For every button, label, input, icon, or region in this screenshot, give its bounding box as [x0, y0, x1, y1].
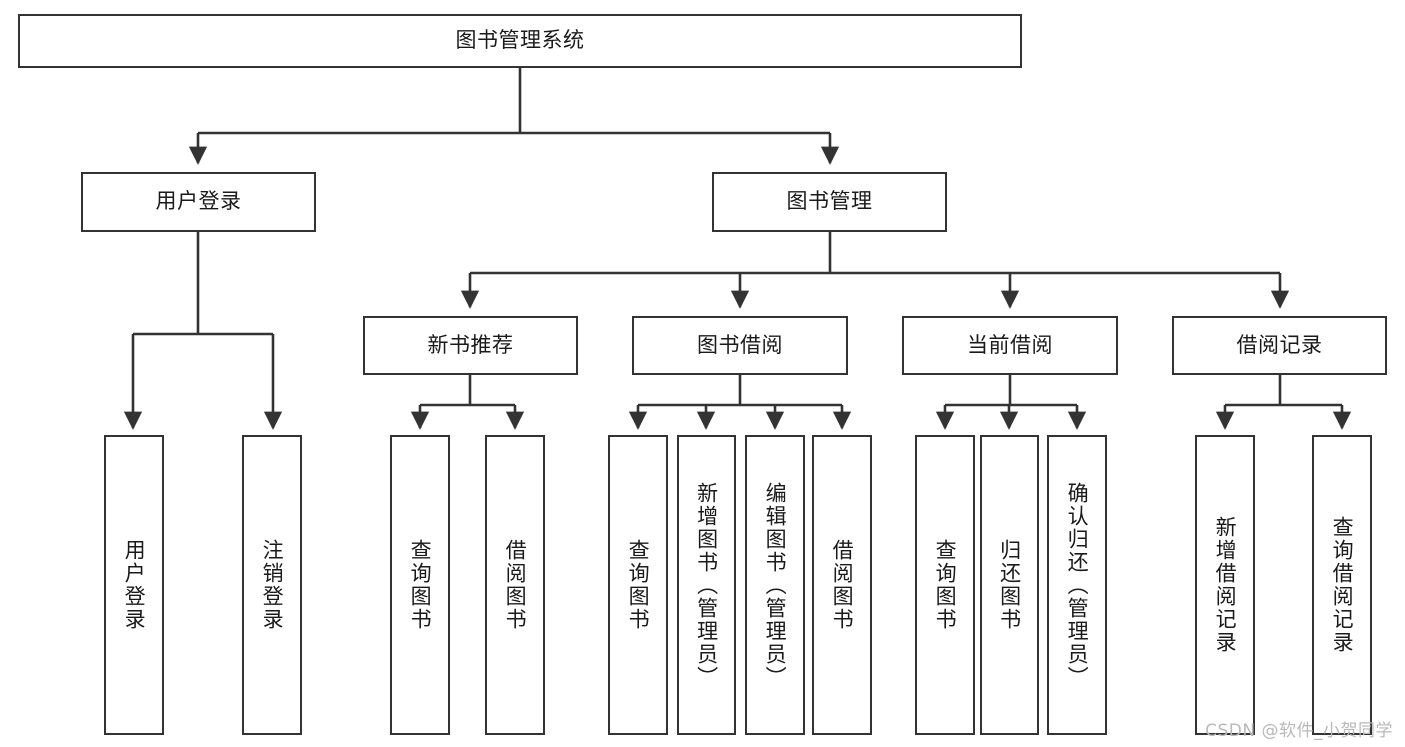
- leaf-add-book-admin[interactable]: 新增图书（管理员）: [677, 435, 736, 735]
- node-label: 用户登录: [122, 539, 147, 631]
- node-label: 归还图书: [997, 539, 1022, 631]
- node-book-management[interactable]: 图书管理: [712, 172, 947, 232]
- node-root-book-management-system[interactable]: 图书管理系统: [18, 14, 1022, 68]
- node-label: 借阅记录: [1236, 332, 1323, 357]
- node-new-book-recommend[interactable]: 新书推荐: [363, 316, 578, 375]
- node-label: 图书借阅: [697, 332, 783, 357]
- node-book-borrow[interactable]: 图书借阅: [632, 316, 848, 375]
- node-label: 借阅图书: [830, 539, 855, 631]
- node-user-login[interactable]: 用户登录: [81, 172, 316, 232]
- leaf-logout[interactable]: 注销登录: [242, 435, 302, 735]
- leaf-borrow-book-recommend[interactable]: 借阅图书: [485, 435, 545, 735]
- leaf-query-book-borrow[interactable]: 查询图书: [608, 435, 668, 735]
- leaf-query-book-recommend[interactable]: 查询图书: [390, 435, 450, 735]
- node-label: 新书推荐: [427, 332, 514, 357]
- leaf-query-book-current[interactable]: 查询图书: [915, 435, 975, 735]
- node-label: 新增图书（管理员）: [694, 481, 719, 689]
- node-borrow-record[interactable]: 借阅记录: [1172, 316, 1387, 375]
- node-label: 查询图书: [933, 539, 958, 631]
- node-label: 新增借阅记录: [1213, 516, 1238, 654]
- leaf-user-login[interactable]: 用户登录: [104, 435, 164, 735]
- leaf-edit-book-admin[interactable]: 编辑图书（管理员）: [745, 435, 805, 735]
- node-label: 查询图书: [408, 539, 433, 631]
- node-label: 图书管理: [786, 189, 873, 214]
- node-label: 注销登录: [260, 539, 285, 631]
- node-label: 借阅图书: [503, 539, 528, 631]
- node-label: 查询借阅记录: [1330, 516, 1355, 654]
- node-current-borrow[interactable]: 当前借阅: [902, 316, 1118, 375]
- leaf-add-borrow-record[interactable]: 新增借阅记录: [1195, 435, 1255, 735]
- node-label: 确认归还（管理员）: [1065, 481, 1090, 689]
- node-label: 查询图书: [626, 539, 651, 631]
- leaf-confirm-return-admin[interactable]: 确认归还（管理员）: [1047, 435, 1107, 735]
- leaf-query-borrow-record[interactable]: 查询借阅记录: [1312, 435, 1372, 735]
- csdn-watermark: CSDN @软件_小贺同学: [1205, 721, 1393, 741]
- node-label: 图书管理系统: [455, 28, 585, 53]
- node-label: 当前借阅: [967, 332, 1053, 357]
- leaf-borrow-book[interactable]: 借阅图书: [812, 435, 872, 735]
- node-label: 用户登录: [155, 189, 242, 214]
- node-label: 编辑图书（管理员）: [763, 481, 788, 689]
- leaf-return-book[interactable]: 归还图书: [980, 435, 1039, 735]
